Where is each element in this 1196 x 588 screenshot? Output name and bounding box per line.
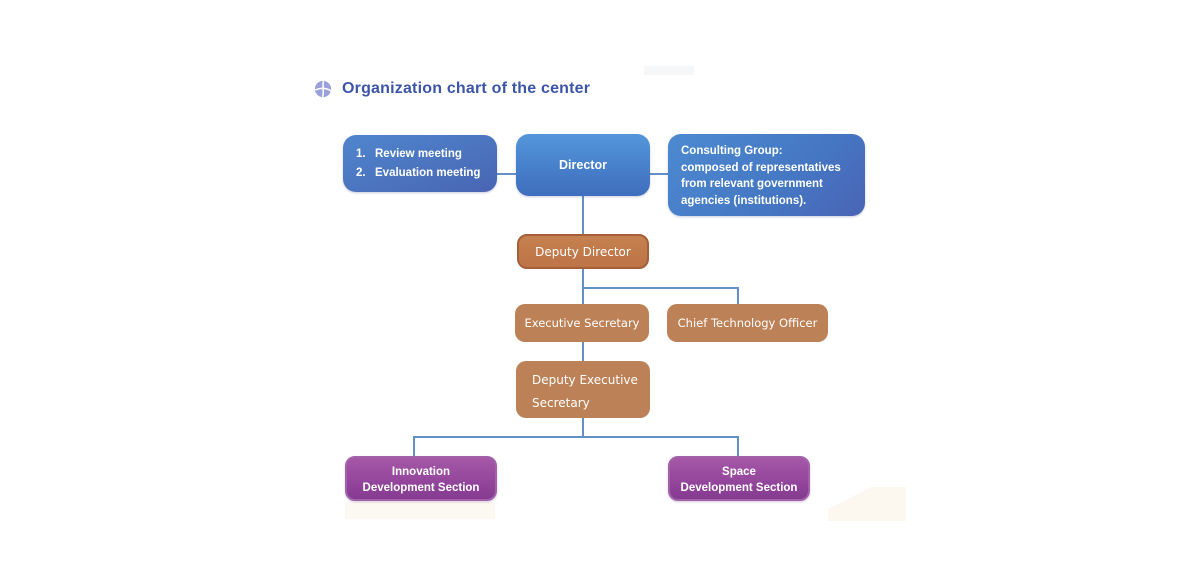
connector-space-drop: [737, 436, 739, 456]
connector-deputy-exec-stem: [582, 418, 584, 437]
page-title: Organization chart of the center: [342, 80, 591, 97]
space-development-section-node: Space Development Section: [668, 456, 810, 501]
deputy-exec-line: Secretary: [532, 396, 590, 410]
deputy-executive-secretary-node: Deputy Executive Secretary: [516, 361, 650, 418]
scan-smudge-top: [644, 66, 694, 75]
meeting-item: 2. Evaluation meeting: [356, 164, 491, 183]
chief-technology-officer-node: Chief Technology Officer: [667, 304, 828, 342]
connector-meetings-director: [497, 173, 516, 175]
consulting-line: agencies (institutions).: [681, 194, 807, 207]
connector-director-consulting: [650, 173, 668, 175]
consulting-group-box: Consulting Group: composed of representa…: [668, 134, 865, 216]
connector-director-deputy-director: [582, 196, 584, 234]
director-node: Director: [516, 134, 650, 196]
executive-secretary-node: Executive Secretary: [515, 304, 649, 342]
deputy-director-label: Deputy Director: [535, 244, 631, 259]
pie-logo-icon: [314, 80, 332, 98]
section-header: Organization chart of the center: [314, 80, 590, 98]
deputy-director-node: Deputy Director: [517, 234, 649, 269]
meeting-item-label: Review meeting: [375, 148, 462, 160]
consulting-line: Consulting Group:: [681, 145, 783, 157]
scan-smudge-bottom-right: [828, 487, 906, 521]
consulting-line: from relevant government: [681, 178, 823, 190]
connector-exec-secretary-deputy-exec: [582, 342, 584, 361]
connector-branch-cto-drop: [737, 287, 739, 304]
cto-label: Chief Technology Officer: [677, 316, 818, 330]
space-line: Development Section: [680, 482, 798, 494]
executive-secretary-label: Executive Secretary: [524, 316, 640, 330]
meeting-item-number: 2.: [356, 167, 366, 179]
meeting-item-number: 1.: [356, 148, 366, 160]
consulting-line: composed of representatives: [681, 161, 841, 174]
director-label: Director: [559, 158, 607, 172]
space-line: Space: [722, 466, 756, 478]
connector-branch-cto-horizontal: [582, 287, 738, 289]
innovation-line: Innovation: [391, 466, 451, 478]
innovation-development-section-node: Innovation Development Section: [345, 456, 497, 501]
connector-sections-horizontal: [413, 436, 739, 438]
deputy-exec-line: Deputy Executive: [532, 373, 638, 387]
meetings-box: 1. Review meeting 2. Evaluation meeting: [343, 135, 497, 192]
innovation-line: Development Section: [362, 482, 480, 494]
scan-smudge-bottom-left: [345, 502, 495, 519]
connector-deputy-director-exec-secretary: [582, 269, 584, 304]
connector-innovation-drop: [413, 436, 415, 456]
meeting-item: 1. Review meeting: [356, 145, 491, 164]
meeting-item-label: Evaluation meeting: [375, 167, 481, 179]
